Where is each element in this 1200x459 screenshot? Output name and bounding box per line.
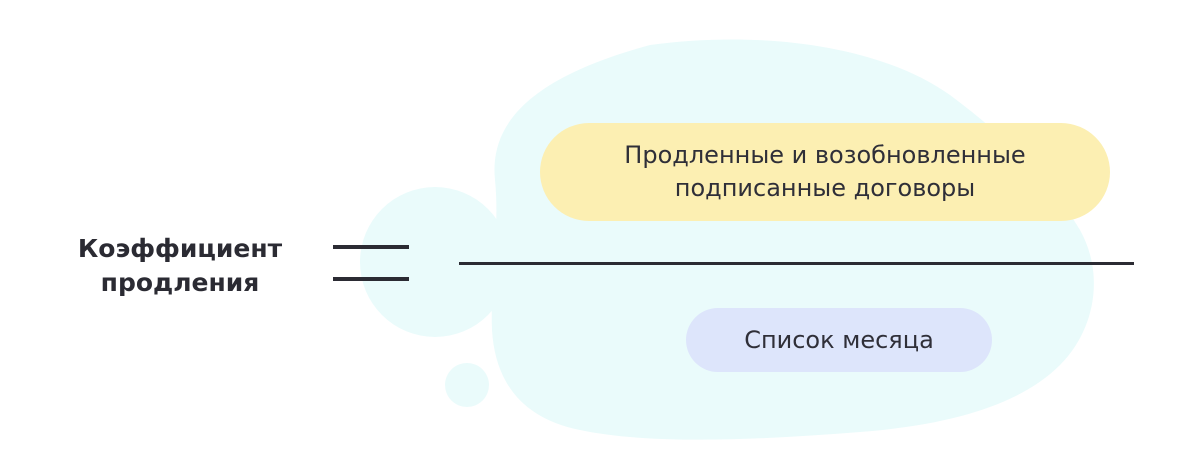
background-blob <box>491 39 1094 440</box>
equals-sign-top-bar <box>333 245 409 249</box>
equals-sign-bottom-bar <box>333 277 409 281</box>
numerator-line-1: Продленные и возобновленные <box>624 141 1026 169</box>
renewal-ratio-label-line-2: продления <box>100 268 260 297</box>
numerator-line-2: подписанные договоры <box>674 174 976 202</box>
numerator-pill: Продленные и возобновленные подписанные … <box>540 123 1110 221</box>
renewal-ratio-label-line-1: Коэффициент <box>77 234 283 263</box>
denominator-text: Список месяца <box>744 325 934 354</box>
renewal-ratio-label: Коэффициент продления <box>40 232 320 300</box>
fraction-line <box>459 262 1134 265</box>
background-circle-small <box>445 363 489 407</box>
denominator-pill: Список месяца <box>686 308 992 372</box>
background-circle-medium <box>360 187 510 337</box>
